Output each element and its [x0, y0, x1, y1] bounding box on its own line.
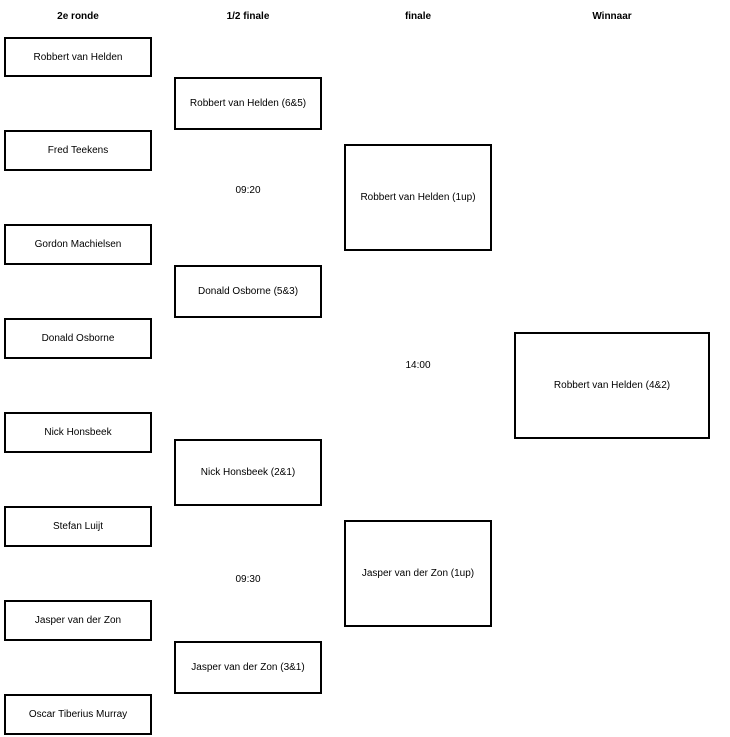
round2-match-3: Gordon Machielsen [4, 224, 152, 265]
semi-final-box-1: Robbert van Helden (6&5) [174, 77, 322, 130]
semi-final-box-2: Donald Osborne (5&3) [174, 265, 322, 318]
round2-match-5: Nick Honsbeek [4, 412, 152, 453]
semi-final-time-1: 09:20 [235, 185, 261, 196]
round2-match-7: Jasper van der Zon [4, 600, 152, 641]
semi-final-box-4: Jasper van der Zon (3&1) [174, 641, 322, 694]
round2-match-1: Robbert van Helden [4, 37, 152, 77]
header-winner: Winnaar [592, 11, 632, 22]
semi-final-time-2: 09:30 [235, 574, 261, 585]
winner-box: Robbert van Helden (4&2) [514, 332, 710, 439]
header-round2: 2e ronde [57, 11, 99, 22]
round2-match-8: Oscar Tiberius Murray [4, 694, 152, 735]
round2-match-2: Fred Teekens [4, 130, 152, 171]
round2-match-6: Stefan Luijt [4, 506, 152, 547]
header-semi-final: 1/2 finale [226, 11, 270, 22]
round2-match-4: Donald Osborne [4, 318, 152, 359]
final-time: 14:00 [405, 360, 431, 371]
final-box-2: Jasper van der Zon (1up) [344, 520, 492, 627]
final-box-1: Robbert van Helden (1up) [344, 144, 492, 251]
header-final: finale [404, 11, 432, 22]
semi-final-box-3: Nick Honsbeek (2&1) [174, 439, 322, 506]
